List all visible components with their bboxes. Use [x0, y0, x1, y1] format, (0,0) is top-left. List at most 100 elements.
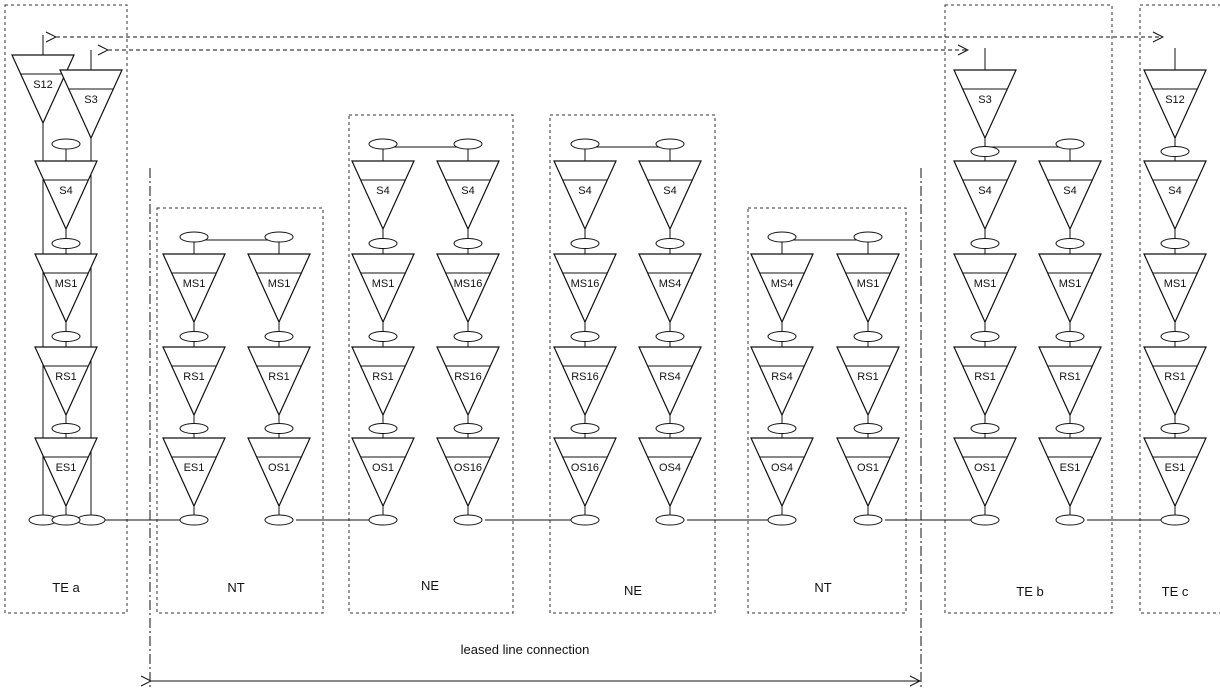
adaptation-point — [51, 138, 81, 150]
adaptation-point — [655, 423, 685, 434]
adaptation-point — [179, 423, 209, 434]
layer-label: S3 — [84, 94, 97, 106]
adaptation-point — [1055, 138, 1085, 150]
adaptation-point — [453, 423, 483, 434]
layer-triangle — [553, 160, 617, 231]
box-te-b — [944, 4, 1113, 614]
adaptation-point — [51, 331, 81, 342]
layer-label: OS1 — [372, 462, 394, 474]
layer-triangle — [1143, 69, 1207, 140]
layer-triangle — [59, 69, 123, 140]
layer-label: MS1 — [1164, 278, 1187, 290]
box-label-te-c: TE c — [1162, 584, 1189, 599]
layer-triangle — [638, 437, 702, 508]
adaptation-point — [368, 331, 398, 342]
adaptation-point — [970, 331, 1000, 342]
adaptation-point — [1055, 423, 1085, 434]
layer-label: MS4 — [659, 278, 682, 290]
layer-label: S4 — [1168, 185, 1181, 197]
box-label-te-a: TE a — [52, 580, 80, 595]
layer-triangle — [436, 253, 500, 324]
layer-triangle — [750, 346, 814, 417]
termination-point — [264, 514, 294, 526]
adaptation-point — [1160, 238, 1190, 249]
layer-triangle — [836, 437, 900, 508]
termination-point — [179, 514, 209, 526]
layer-label: MS16 — [454, 278, 483, 290]
layer-triangle — [162, 346, 226, 417]
adaptation-point — [453, 138, 483, 150]
adaptation-point — [1160, 423, 1190, 434]
box-nt-2 — [747, 207, 907, 614]
layer-triangle — [953, 437, 1017, 508]
adaptation-point — [51, 423, 81, 434]
layer-label: OS16 — [454, 462, 482, 474]
layer-label: MS4 — [771, 278, 794, 290]
box-label-ne-2: NE — [624, 583, 642, 598]
layer-label: RS1 — [372, 371, 393, 383]
layer-triangle — [11, 54, 75, 125]
layer-label: OS1 — [974, 462, 996, 474]
box-ne-1 — [348, 114, 514, 614]
layer-triangle — [247, 346, 311, 417]
layer-label: MS1 — [372, 278, 395, 290]
termination-point — [655, 514, 685, 526]
adaptation-point — [1055, 238, 1085, 249]
layer-triangle — [34, 437, 98, 508]
adaptation-point — [570, 238, 600, 249]
layer-label: S3 — [978, 94, 991, 106]
adaptation-point — [853, 331, 883, 342]
adaptation-point — [570, 423, 600, 434]
layer-triangle — [750, 437, 814, 508]
adaptation-point — [453, 331, 483, 342]
termination-point — [51, 514, 81, 526]
adaptation-point — [264, 231, 294, 243]
adaptation-point — [1160, 146, 1190, 157]
layer-label: RS1 — [268, 371, 289, 383]
layer-label: S4 — [663, 185, 676, 197]
layer-label: ES1 — [1165, 462, 1186, 474]
layer-label: MS1 — [974, 278, 997, 290]
layer-triangle — [436, 346, 500, 417]
adaptation-point — [767, 331, 797, 342]
layer-label: OS1 — [857, 462, 879, 474]
termination-point — [970, 514, 1000, 526]
adaptation-point — [853, 423, 883, 434]
termination-point — [767, 514, 797, 526]
box-ne-2 — [549, 114, 716, 614]
layer-triangle — [162, 437, 226, 508]
layer-label: S4 — [578, 185, 591, 197]
layer-label: RS1 — [1164, 371, 1185, 383]
termination-point — [853, 514, 883, 526]
layer-triangle — [638, 253, 702, 324]
layer-triangle — [1143, 346, 1207, 417]
layer-label: OS1 — [268, 462, 290, 474]
layer-triangle — [836, 346, 900, 417]
layer-label: S4 — [59, 185, 72, 197]
layer-label: OS16 — [571, 462, 599, 474]
adaptation-point — [767, 231, 797, 243]
layer-label: RS4 — [659, 371, 680, 383]
adaptation-point — [264, 423, 294, 434]
box-nt-1 — [156, 207, 324, 614]
layer-triangle — [836, 253, 900, 324]
layer-triangle — [1143, 253, 1207, 324]
adaptation-point — [1055, 331, 1085, 342]
box-label-nt-2: NT — [814, 580, 831, 595]
termination-point — [76, 514, 106, 526]
equipment-boxes — [4, 4, 1220, 614]
adaptation-point — [1160, 331, 1190, 342]
layer-triangle — [436, 437, 500, 508]
adaptation-point — [970, 423, 1000, 434]
termination-point — [1055, 514, 1085, 526]
layer-label: OS4 — [771, 462, 793, 474]
box-te-a — [4, 4, 128, 614]
adaptation-point — [655, 331, 685, 342]
